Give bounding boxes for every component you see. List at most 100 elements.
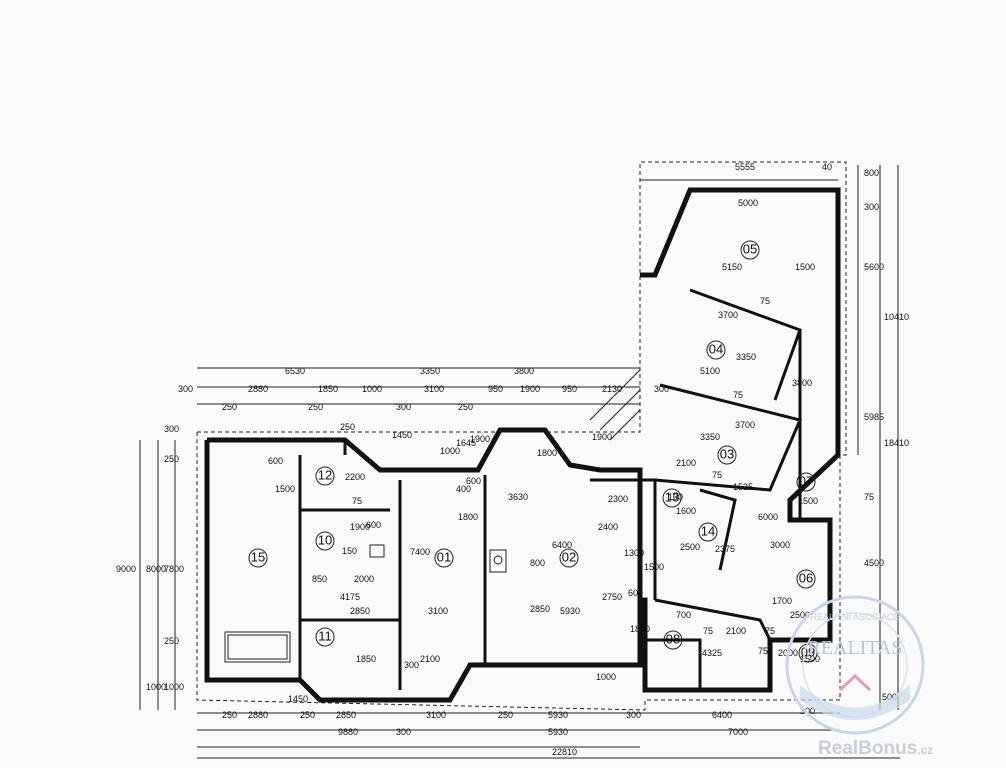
dimension-value: 100 bbox=[668, 492, 683, 502]
dimension-value: 600 bbox=[628, 588, 643, 598]
dimension-value: 1000 bbox=[596, 672, 616, 682]
room-12: 12 bbox=[318, 467, 332, 482]
dimension-value: 250 bbox=[498, 710, 513, 720]
room-14: 14 bbox=[701, 523, 715, 538]
dimension-value: 5555 bbox=[735, 162, 755, 172]
dimension-value: 7000 bbox=[728, 727, 748, 737]
dimension-value: 3350 bbox=[700, 432, 720, 442]
dimension-value: 1300 bbox=[624, 548, 644, 558]
dimension-value: 6000 bbox=[758, 512, 778, 522]
dimension-value: 6400 bbox=[552, 540, 572, 550]
dimension-value: 1700 bbox=[772, 596, 792, 606]
dimension-value: 2750 bbox=[602, 592, 622, 602]
dimension-value: 300 bbox=[396, 727, 411, 737]
dimension-value: 1800 bbox=[458, 512, 478, 522]
dimension-value: 3700 bbox=[735, 420, 755, 430]
watermark-arc-text: REALITNÍ ASOCIACE bbox=[810, 612, 899, 622]
dimension-value: 850 bbox=[312, 574, 327, 584]
realbonus-logo: RealBonus.cz bbox=[818, 738, 933, 760]
dimension-value: 800 bbox=[530, 558, 545, 568]
dimension-value: 150 bbox=[342, 546, 357, 556]
dimension-value: 75 bbox=[352, 496, 362, 506]
dimension-value: 1850 bbox=[318, 384, 338, 394]
dimension-value: 5930 bbox=[548, 727, 568, 737]
dimension-value: 75 bbox=[864, 492, 874, 502]
fixtures bbox=[224, 544, 507, 663]
room-10: 10 bbox=[318, 532, 332, 547]
dimension-value: 75 bbox=[765, 626, 775, 636]
dimension-value: 5000 bbox=[738, 198, 758, 208]
dimension-value: 1600 bbox=[676, 506, 696, 516]
realbonus-brand: RealBonus bbox=[818, 738, 918, 759]
realitni-asociace-watermark: REALITAS REALITNÍ ASOCIACE bbox=[785, 595, 925, 735]
dimension-value: 75 bbox=[712, 470, 722, 480]
dimension-value: 1500 bbox=[798, 496, 818, 506]
dimension-value: 4175 bbox=[340, 592, 360, 602]
room-06: 06 bbox=[799, 570, 813, 585]
dimension-value: 3000 bbox=[770, 540, 790, 550]
dimension-value: 2500 bbox=[790, 610, 810, 620]
dimension-value: 2850 bbox=[336, 710, 356, 720]
dimension-value: 75 bbox=[703, 626, 713, 636]
dimension-value: 3800 bbox=[514, 366, 534, 376]
room-01: 01 bbox=[437, 549, 451, 564]
dimension-value: 5930 bbox=[560, 606, 580, 616]
dimension-value: 5930 bbox=[548, 710, 568, 720]
dimension-value: 3630 bbox=[508, 492, 528, 502]
dimension-value: 1900 bbox=[350, 522, 370, 532]
dimension-value: 1000 bbox=[146, 682, 166, 692]
dimension-value: 9880 bbox=[338, 727, 358, 737]
watermark-logo-text: REALITAS bbox=[807, 637, 902, 659]
dimension-value: 2100 bbox=[726, 626, 746, 636]
room-04: 04 bbox=[709, 341, 723, 356]
dimension-value: 2300 bbox=[608, 494, 628, 504]
dimension-value: 2100 bbox=[420, 654, 440, 664]
dimension-value: 250 bbox=[340, 422, 355, 432]
dimension-value: 1900 bbox=[592, 432, 612, 442]
dimension-value: 3100 bbox=[426, 710, 446, 720]
dimension-value: 18410 bbox=[884, 438, 909, 448]
room-labels: 01 02 03 04 05 06 07 08 09 10 11 12 13 1… bbox=[248, 240, 818, 663]
room-11: 11 bbox=[318, 628, 332, 643]
room-15: 15 bbox=[251, 549, 265, 564]
dimension-value: 1645 bbox=[456, 438, 476, 448]
dimension-value: 2880 bbox=[248, 710, 268, 720]
dimension-value: 950 bbox=[562, 384, 577, 394]
dimension-value: 6400 bbox=[712, 710, 732, 720]
dimension-value: 4500 bbox=[864, 558, 884, 568]
dimension-value: 5985 bbox=[864, 412, 884, 422]
room-13: 13 bbox=[665, 489, 679, 504]
dimension-value: 75 bbox=[760, 296, 770, 306]
dimension-value: 300 bbox=[164, 424, 179, 434]
dimension-value: 300 bbox=[654, 384, 669, 394]
dimension-value: 250 bbox=[308, 402, 323, 412]
dimension-value: 1900 bbox=[520, 384, 540, 394]
dimension-value: 950 bbox=[488, 384, 503, 394]
dimension-value: 300 bbox=[800, 706, 815, 716]
dimension-value: 600 bbox=[466, 476, 481, 486]
dimension-value: 800 bbox=[864, 168, 879, 178]
dimension-value: 1000 bbox=[362, 384, 382, 394]
dimension-value: 6530 bbox=[285, 366, 305, 376]
dimension-value: 2850 bbox=[350, 606, 370, 616]
dimension-value: 40 bbox=[822, 162, 832, 172]
dimension-value: 22810 bbox=[552, 747, 577, 757]
realbonus-suffix: .cz bbox=[917, 743, 934, 757]
dimension-value: 7400 bbox=[410, 547, 430, 557]
dimension-value: 2375 bbox=[715, 544, 735, 554]
dimension-value: 1800 bbox=[630, 624, 650, 634]
dimension-value: 1525 bbox=[733, 482, 753, 492]
dimension-value: 600 bbox=[366, 520, 381, 530]
dimension-value: 3700 bbox=[718, 310, 738, 320]
dimension-value: 10410 bbox=[884, 312, 909, 322]
dimension-value: 300 bbox=[626, 710, 641, 720]
dimension-value: 600 bbox=[268, 456, 283, 466]
dimension-value: 2400 bbox=[598, 522, 618, 532]
dimension-value: 250 bbox=[164, 454, 179, 464]
room-05: 05 bbox=[743, 241, 757, 256]
dimension-labels: 6530 3350 3800 300 2880 1850 1000 3100 9… bbox=[116, 162, 909, 757]
dimension-value: 3100 bbox=[424, 384, 444, 394]
dimension-value: 1000 bbox=[440, 446, 460, 456]
dimension-value: 400 bbox=[456, 484, 471, 494]
